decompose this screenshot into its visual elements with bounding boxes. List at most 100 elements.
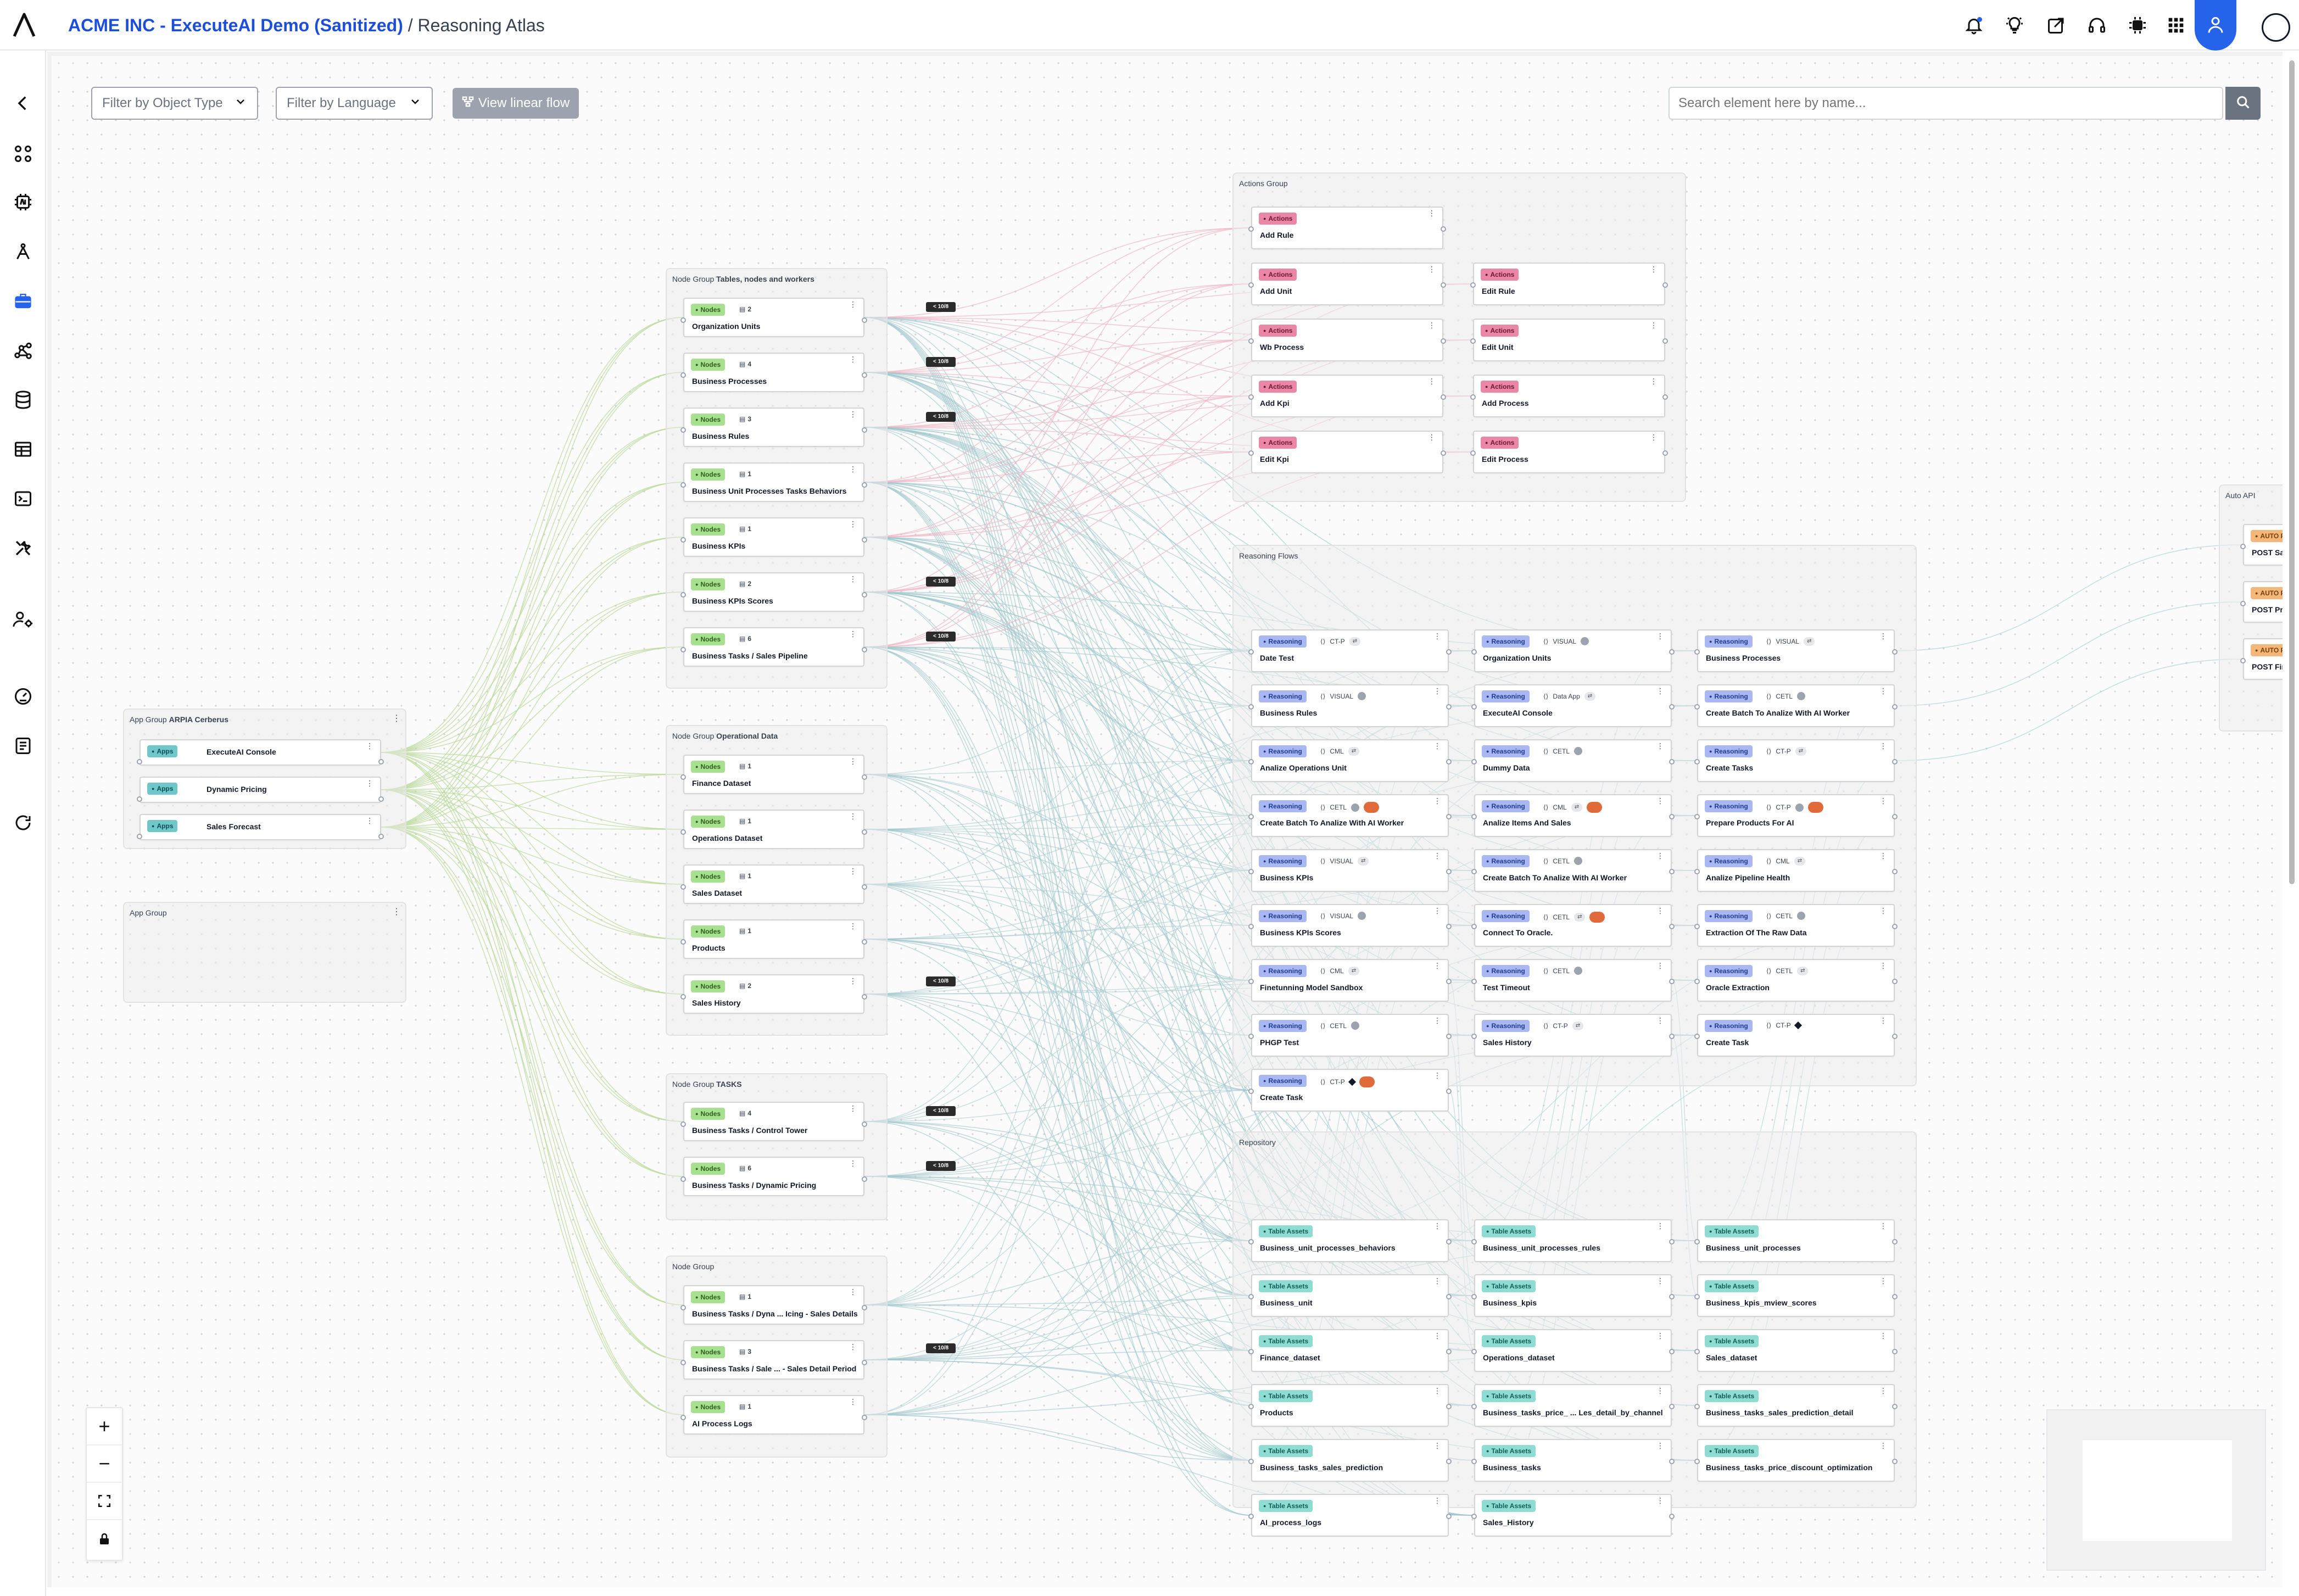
node-menu-icon[interactable]: ⋮ xyxy=(849,300,857,309)
menu-icon[interactable]: ⋮ xyxy=(392,907,401,917)
node-menu-icon[interactable]: ⋮ xyxy=(1656,851,1664,860)
input-handle[interactable] xyxy=(1470,282,1476,288)
node-menu-icon[interactable]: ⋮ xyxy=(1428,321,1436,330)
input-handle[interactable] xyxy=(1471,1459,1477,1464)
input-handle[interactable] xyxy=(680,1415,686,1420)
output-handle[interactable] xyxy=(862,1360,867,1365)
output-handle[interactable] xyxy=(1446,869,1452,874)
output-handle[interactable] xyxy=(1669,1034,1675,1039)
output-handle[interactable] xyxy=(1892,1459,1898,1464)
node-menu-icon[interactable]: ⋮ xyxy=(1879,741,1887,750)
output-handle[interactable] xyxy=(1892,1294,1898,1299)
node-menu-icon[interactable]: ⋮ xyxy=(849,355,857,364)
chip-icon[interactable] xyxy=(2125,13,2150,37)
input-handle[interactable] xyxy=(1694,814,1700,819)
input-handle[interactable] xyxy=(680,884,686,890)
output-handle[interactable] xyxy=(1446,924,1452,929)
input-handle[interactable] xyxy=(1471,1239,1477,1245)
input-handle[interactable] xyxy=(1248,1459,1254,1464)
input-handle[interactable] xyxy=(1248,1294,1254,1299)
output-handle[interactable] xyxy=(1892,1404,1898,1409)
node-menu-icon[interactable]: ⋮ xyxy=(1433,1016,1441,1025)
node-menu-icon[interactable]: ⋮ xyxy=(849,922,857,930)
search-box[interactable] xyxy=(1669,87,2223,120)
output-handle[interactable] xyxy=(1892,704,1898,710)
node-menu-icon[interactable]: ⋮ xyxy=(1433,851,1441,860)
node-menu-icon[interactable]: ⋮ xyxy=(1879,632,1887,640)
input-handle[interactable] xyxy=(1248,282,1254,288)
input-handle[interactable] xyxy=(1248,1349,1254,1354)
node-menu-icon[interactable]: ⋮ xyxy=(849,1159,857,1168)
input-handle[interactable] xyxy=(1694,979,1700,984)
input-handle[interactable] xyxy=(1694,649,1700,655)
node-menu-icon[interactable]: ⋮ xyxy=(1428,433,1436,442)
node-menu-icon[interactable]: ⋮ xyxy=(1656,1276,1664,1285)
node-menu-icon[interactable]: ⋮ xyxy=(1879,687,1887,695)
refresh-icon[interactable] xyxy=(9,808,37,837)
bell-icon[interactable] xyxy=(1962,13,1986,37)
node-menu-icon[interactable]: ⋮ xyxy=(1656,632,1664,640)
node-menu-icon[interactable]: ⋮ xyxy=(1433,1331,1441,1340)
output-handle[interactable] xyxy=(862,939,867,945)
input-handle[interactable] xyxy=(2240,658,2246,663)
input-handle[interactable] xyxy=(1248,979,1254,984)
node-group-tasks[interactable]: Node Group TASKS xyxy=(666,1073,888,1220)
output-handle[interactable] xyxy=(378,759,384,764)
node-menu-icon[interactable]: ⋮ xyxy=(1433,796,1441,805)
input-handle[interactable] xyxy=(1694,924,1700,929)
breadcrumb-org[interactable]: ACME INC - ExecuteAI Demo (Sanitized) xyxy=(68,15,403,35)
output-handle[interactable] xyxy=(1669,814,1675,819)
node-menu-icon[interactable]: ⋮ xyxy=(849,976,857,985)
input-handle[interactable] xyxy=(1248,1089,1254,1094)
node-menu-icon[interactable]: ⋮ xyxy=(1433,1221,1441,1230)
edge-label[interactable]: < 10/8 xyxy=(926,1343,956,1353)
node-menu-icon[interactable]: ⋮ xyxy=(1656,1331,1664,1340)
output-handle[interactable] xyxy=(1892,1349,1898,1354)
node-menu-icon[interactable]: ⋮ xyxy=(849,812,857,821)
input-handle[interactable] xyxy=(1471,1294,1477,1299)
output-handle[interactable] xyxy=(1446,704,1452,710)
output-handle[interactable] xyxy=(1441,282,1446,288)
node-menu-icon[interactable]: ⋮ xyxy=(849,520,857,528)
output-handle[interactable] xyxy=(862,317,867,323)
output-handle[interactable] xyxy=(1662,394,1668,400)
input-handle[interactable] xyxy=(1248,1239,1254,1245)
view-linear-flow-button[interactable]: View linear flow xyxy=(453,88,579,119)
output-handle[interactable] xyxy=(1892,1239,1898,1245)
input-handle[interactable] xyxy=(680,427,686,433)
input-handle[interactable] xyxy=(1471,924,1477,929)
node-menu-icon[interactable]: ⋮ xyxy=(1879,1276,1887,1285)
output-handle[interactable] xyxy=(1892,869,1898,874)
node-menu-icon[interactable]: ⋮ xyxy=(1428,377,1436,386)
node-menu-icon[interactable]: ⋮ xyxy=(1650,377,1658,386)
output-handle[interactable] xyxy=(1662,338,1668,344)
output-handle[interactable] xyxy=(862,647,867,652)
node-menu-icon[interactable]: ⋮ xyxy=(1879,796,1887,805)
input-handle[interactable] xyxy=(1471,1514,1477,1519)
node-menu-icon[interactable]: ⋮ xyxy=(849,465,857,473)
node-menu-icon[interactable]: ⋮ xyxy=(849,867,857,875)
